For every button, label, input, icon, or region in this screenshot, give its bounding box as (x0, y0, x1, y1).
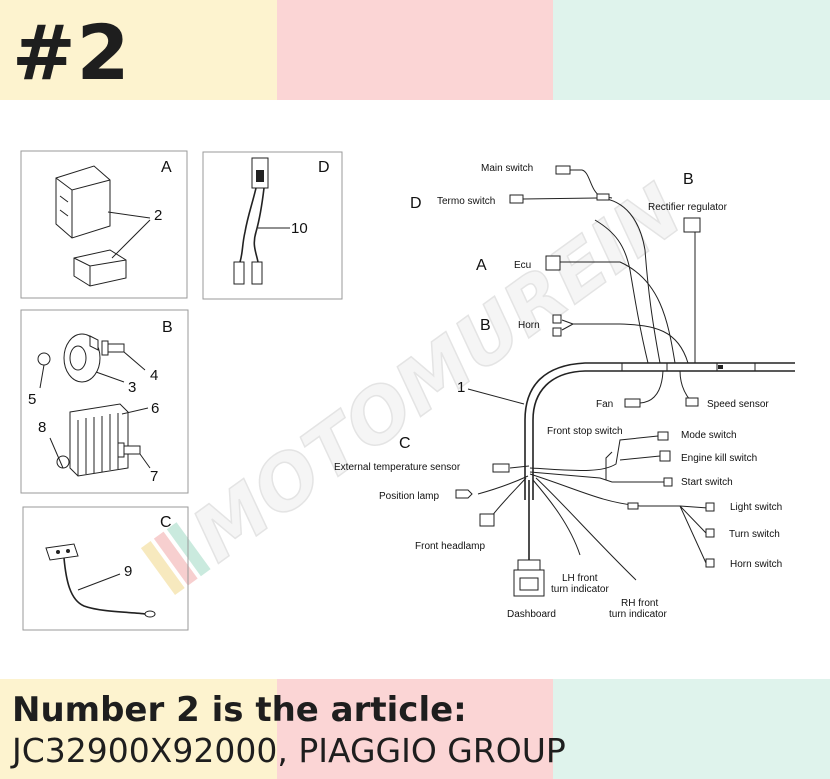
ref-c: C (399, 435, 411, 452)
horn-part (37, 333, 101, 383)
caption-article-number: JC32900X92000, PIAGGIO GROUP (12, 731, 566, 770)
ref-d: D (410, 195, 422, 212)
item-number-badge: #2 (12, 8, 131, 97)
label-ecu: Ecu (514, 260, 531, 271)
label-turn-switch: Turn switch (729, 529, 780, 540)
temperature-sensor-part (45, 543, 156, 618)
callout-1: 1 (457, 379, 465, 396)
callout-2: 2 (154, 207, 162, 224)
callout-8: 8 (38, 419, 46, 436)
panel-a-letter: A (161, 159, 172, 176)
bolts (101, 340, 141, 458)
callout-3: 3 (128, 379, 136, 396)
panel-c-letter: C (160, 514, 172, 531)
label-front-headlamp: Front headlamp (415, 541, 485, 552)
bottom-color-band (0, 679, 830, 779)
panel-a: A 2 (20, 150, 188, 299)
label-fan: Fan (596, 399, 613, 410)
ecu-module-upper (55, 165, 111, 239)
panel-c: C 9 (22, 506, 189, 631)
label-termo-switch: Termo switch (437, 196, 495, 207)
label-front-stop-switch: Front stop switch (547, 426, 623, 437)
label-horn-switch: Horn switch (730, 559, 782, 570)
label-rh-turn-indicator: turn indicator (609, 609, 667, 620)
label-rh-front: RH front (621, 598, 658, 609)
ref-b-top: B (683, 171, 694, 188)
label-main-switch: Main switch (481, 163, 533, 174)
panel-d-letter: D (318, 159, 330, 176)
panel-b-letter: B (162, 319, 173, 336)
label-position-lamp: Position lamp (379, 491, 439, 502)
callout-5: 5 (28, 391, 36, 408)
label-engine-kill-switch: Engine kill switch (681, 453, 757, 464)
callout-7: 7 (150, 468, 158, 485)
rectifier-part (56, 403, 129, 477)
callout-4: 4 (150, 367, 158, 384)
label-lh-front: LH front (562, 573, 598, 584)
ref-a: A (476, 257, 487, 274)
label-dashboard: Dashboard (507, 609, 556, 620)
watermark-text: MOTOMUREIN (177, 168, 697, 579)
ref-b-mid: B (480, 317, 491, 334)
label-mode-switch: Mode switch (681, 430, 737, 441)
wiring-harness-diagram: MOTOMUREIN A 2 D 10 (20, 150, 795, 631)
label-light-switch: Light switch (730, 502, 782, 513)
callout-10: 10 (291, 220, 308, 237)
label-speed-sensor: Speed sensor (707, 399, 769, 410)
panel-d: D 10 (202, 151, 343, 300)
label-lh-turn-indicator: turn indicator (551, 584, 609, 595)
label-rectifier-regulator: Rectifier regulator (648, 202, 728, 213)
top-color-band (0, 0, 830, 100)
label-horn: Horn (518, 320, 540, 331)
caption-title: Number 2 is the article: (12, 690, 467, 730)
callout-6: 6 (151, 400, 159, 417)
ecu-module-lower (73, 249, 127, 287)
termo-switch-part (233, 157, 269, 285)
panel-b: B 4 3 5 6 8 7 (20, 309, 189, 494)
label-start-switch: Start switch (681, 477, 733, 488)
label-external-temperature-sensor: External temperature sensor (334, 462, 461, 473)
main-harness (455, 165, 795, 597)
callout-9: 9 (124, 563, 132, 580)
